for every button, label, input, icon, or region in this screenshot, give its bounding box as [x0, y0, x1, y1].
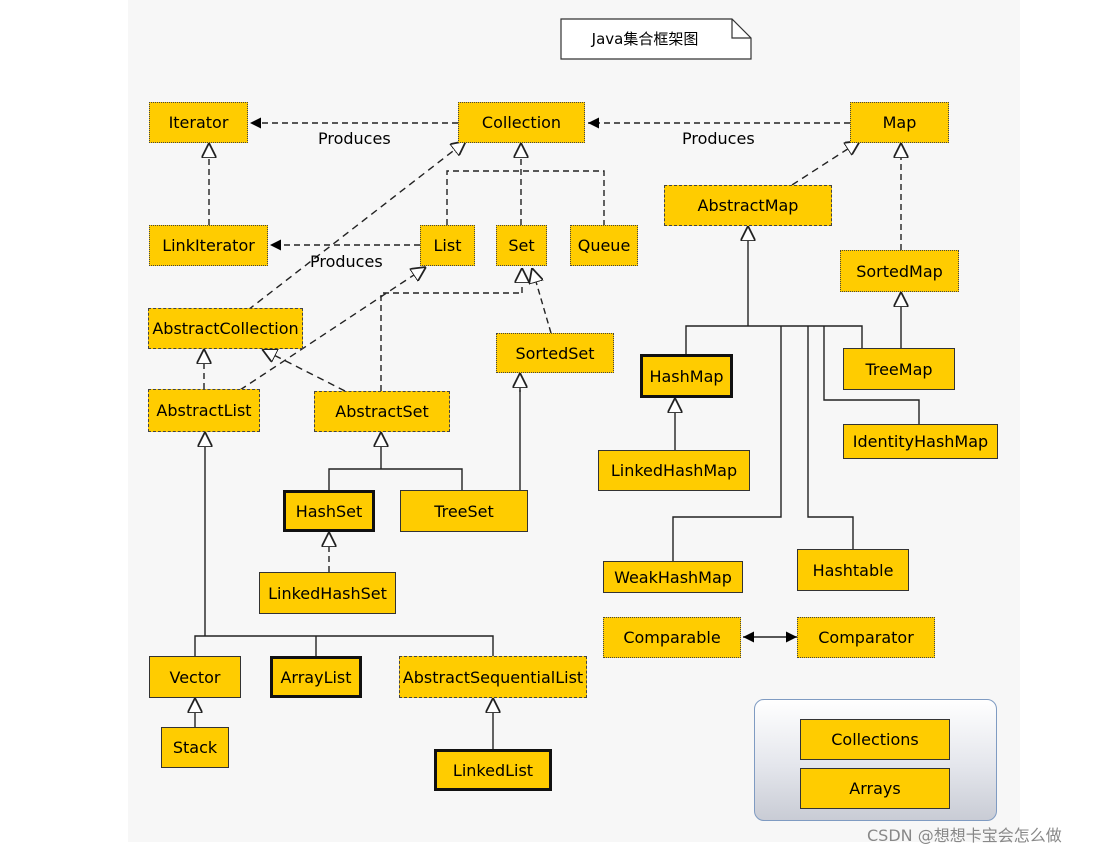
vector-box: Vector — [149, 656, 241, 698]
sorted-map-box: SortedMap — [840, 250, 959, 292]
tree-map-box: TreeMap — [843, 348, 955, 390]
list-box: List — [420, 225, 475, 266]
title-note: Java集合框架图 — [560, 18, 752, 60]
link-iterator-box: LinkIterator — [149, 225, 268, 266]
watermark: CSDN @想想卡宝会怎么做 — [867, 826, 1062, 845]
abstract-list-box: AbstractList — [148, 389, 260, 432]
identity-hash-map-box: IdentityHashMap — [843, 424, 998, 459]
comparator-box: Comparator — [797, 617, 935, 658]
abstract-sequential-list-box: AbstractSequentialList — [399, 656, 587, 698]
abstract-collection-box: AbstractCollection — [148, 308, 303, 349]
map-box: Map — [850, 102, 949, 143]
sorted-set-box: SortedSet — [496, 333, 614, 373]
linked-hash-set-box: LinkedHashSet — [259, 572, 396, 614]
tree-set-box: TreeSet — [400, 490, 528, 532]
arrays-box: Arrays — [800, 768, 950, 809]
stack-box: Stack — [161, 727, 229, 768]
hash-set-box: HashSet — [283, 490, 375, 532]
iterator-box: Iterator — [149, 102, 248, 143]
collections-box: Collections — [800, 719, 950, 760]
produces-label-map: Produces — [682, 129, 755, 148]
queue-box: Queue — [570, 225, 638, 266]
hash-map-box: HashMap — [640, 354, 733, 398]
collection-box: Collection — [458, 102, 585, 143]
produces-label-list: Produces — [310, 252, 383, 271]
weak-hash-map-box: WeakHashMap — [603, 561, 743, 593]
produces-label-iterator: Produces — [318, 129, 391, 148]
abstract-set-box: AbstractSet — [314, 391, 450, 432]
linked-list-box: LinkedList — [434, 749, 552, 791]
comparable-box: Comparable — [603, 617, 741, 658]
hashtable-box: Hashtable — [797, 549, 909, 591]
diagram-title: Java集合框架图 — [591, 30, 699, 48]
abstract-map-box: AbstractMap — [664, 185, 832, 226]
set-box: Set — [496, 225, 547, 266]
array-list-box: ArrayList — [270, 656, 362, 698]
linked-hash-map-box: LinkedHashMap — [598, 450, 750, 491]
